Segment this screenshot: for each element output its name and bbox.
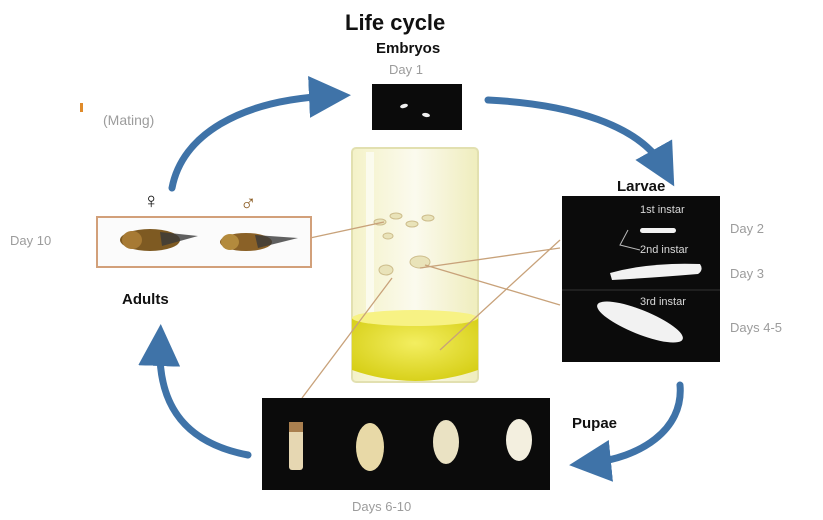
larva-instar-3: 3rd instar xyxy=(640,296,720,308)
adults-label: Adults xyxy=(122,291,212,308)
larva-instar-2: 2nd instar xyxy=(640,244,720,256)
larva-day-2: Day 3 xyxy=(730,266,810,281)
culture-tube xyxy=(352,148,478,382)
male-symbol: ♂ xyxy=(240,190,260,216)
embryos-panel xyxy=(372,84,462,130)
arrow-pupae-to-adults xyxy=(160,345,248,455)
embryos-day: Day 1 xyxy=(389,62,459,77)
pupae-label: Pupae xyxy=(572,415,652,432)
larva-day-3: Days 4-5 xyxy=(730,320,810,335)
adults-day: Day 10 xyxy=(10,233,90,248)
mating-label: (Mating) xyxy=(103,112,213,128)
female-symbol: ♀ xyxy=(143,188,163,214)
larvae-label: Larvae xyxy=(617,178,707,195)
arrow-adults-to-embryos xyxy=(172,96,330,188)
larvae-panel xyxy=(562,196,720,362)
page-title: Life cycle xyxy=(345,10,495,36)
larva-instar-1: 1st instar xyxy=(640,204,720,216)
tick-mark xyxy=(80,103,83,112)
larva-day-1: Day 2 xyxy=(730,221,810,236)
pupae-panel xyxy=(262,398,550,490)
pupae-day: Days 6-10 xyxy=(352,499,452,514)
adults-panel xyxy=(97,217,311,267)
arrow-embryos-to-larvae xyxy=(488,100,664,168)
embryos-label: Embryos xyxy=(376,40,476,57)
